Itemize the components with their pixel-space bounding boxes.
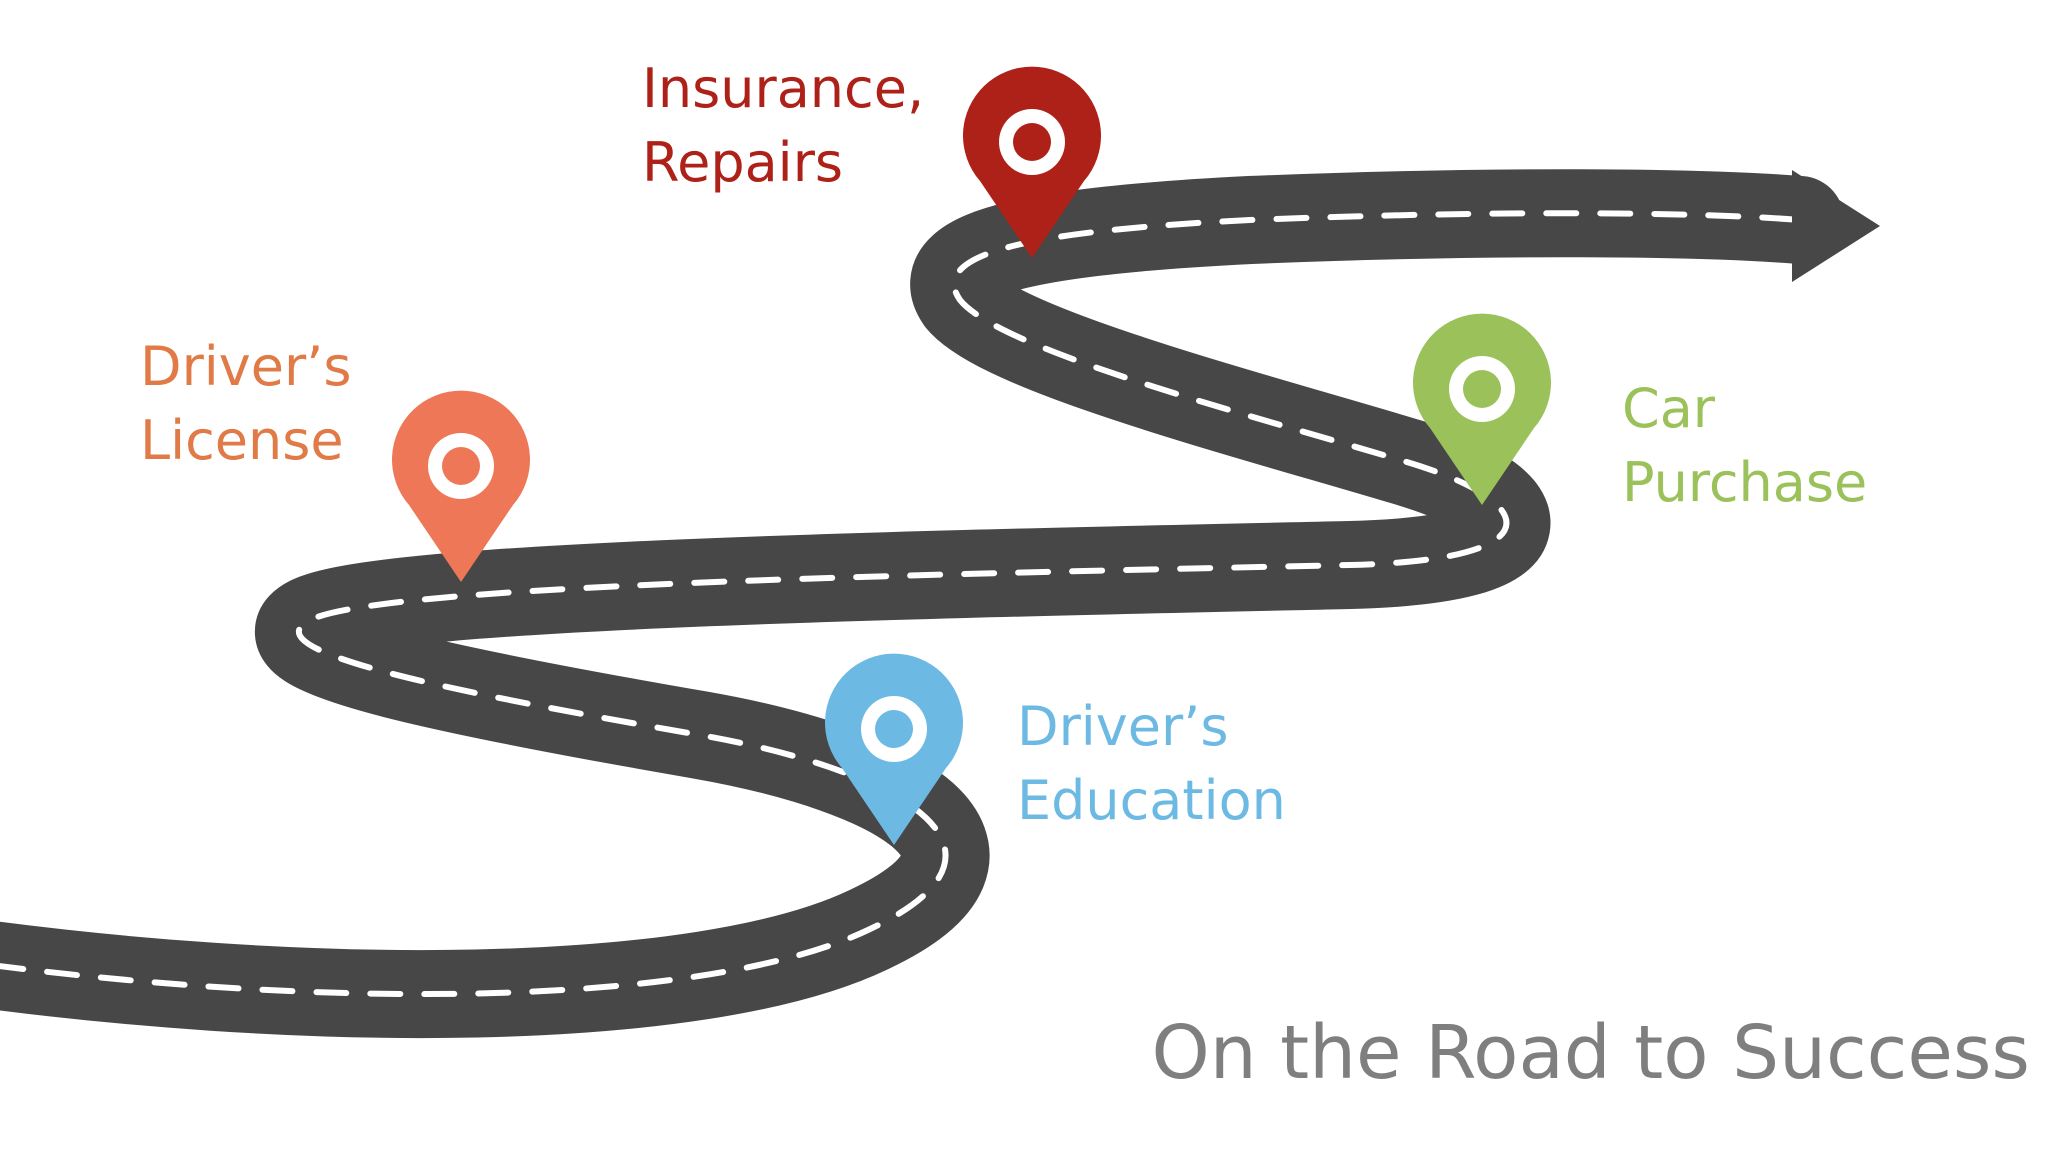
milestone-line: Driver’s <box>1017 695 1229 758</box>
pin-dot <box>1463 370 1501 408</box>
pin-dot <box>875 710 913 748</box>
slide-title: On the Road to Success <box>1151 1010 2030 1096</box>
map-pin-icon <box>1413 313 1551 505</box>
milestone-line: Repairs <box>642 131 844 194</box>
map-pin-icon <box>825 653 963 845</box>
pin-dot <box>442 447 480 485</box>
milestone-line: Insurance, <box>642 57 925 120</box>
milestone-label-car: Car Purchase <box>1622 372 1867 520</box>
milestone-line: Education <box>1017 769 1286 832</box>
milestone-label-license: Driver’s License <box>140 330 351 478</box>
milestone-line: License <box>140 409 344 472</box>
pin-dot <box>1013 123 1051 161</box>
milestone-line: Purchase <box>1622 451 1868 514</box>
milestone-label-education: Driver’s Education <box>1017 690 1286 838</box>
road-arrowhead-icon <box>1792 170 1880 282</box>
map-pin-icon <box>392 390 530 582</box>
milestone-line: Car <box>1622 377 1715 440</box>
milestone-label-insurance: Insurance, Repairs <box>642 52 924 200</box>
map-pin-icon <box>963 66 1101 258</box>
milestone-line: Driver’s <box>140 335 352 398</box>
